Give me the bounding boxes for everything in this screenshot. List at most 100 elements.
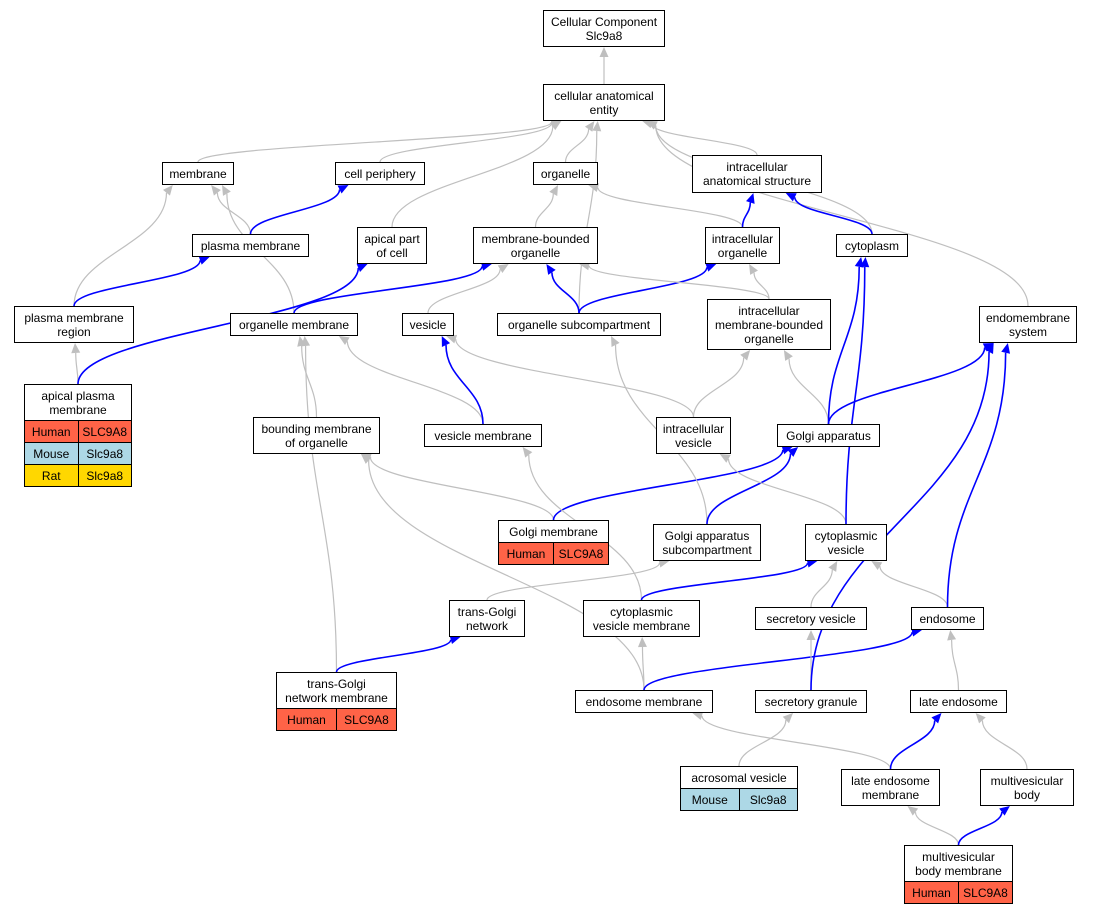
edge-endo_membrane-to-endosome bbox=[643, 631, 913, 691]
go-term-late-endosome[interactable]: late endosome bbox=[910, 690, 1007, 713]
go-term-apical-part-of-cell[interactable]: apical part of cell bbox=[357, 227, 427, 264]
go-term-membrane[interactable]: membrane bbox=[162, 162, 234, 185]
edge-cytoplasm-to-ias bbox=[793, 197, 873, 235]
arrowhead bbox=[646, 121, 658, 130]
term-label: trans-Golgi network bbox=[457, 604, 517, 633]
term-label: organelle subcompartment bbox=[507, 317, 651, 332]
go-term-plasma-membrane[interactable]: plasma membrane bbox=[192, 234, 309, 257]
arrowhead bbox=[480, 262, 492, 271]
term-label: vesicle membrane bbox=[434, 428, 532, 443]
arrowhead bbox=[356, 263, 368, 272]
go-term-organelle-membrane[interactable]: organelle membrane bbox=[230, 313, 358, 336]
go-term-intracellular-organelle[interactable]: intracellular organelle bbox=[705, 227, 780, 264]
go-term-secretory-vesicle[interactable]: secretory vesicle bbox=[755, 607, 867, 630]
term-label: membrane-bounded organelle bbox=[481, 231, 590, 260]
go-term-intracellular-vesicle[interactable]: intracellular vesicle bbox=[656, 417, 731, 454]
arrowhead bbox=[947, 630, 957, 641]
arrowhead bbox=[781, 445, 793, 455]
go-term-cc-root[interactable]: Cellular Component Slc9a8 bbox=[543, 10, 665, 47]
go-term-organelle[interactable]: organelle bbox=[533, 162, 598, 185]
term-label: bounding membrane of organelle bbox=[261, 421, 372, 450]
edge-apical_part-to-cae bbox=[391, 126, 554, 228]
arrowhead bbox=[749, 264, 758, 275]
edge-golgi-to-endomembrane bbox=[827, 347, 986, 425]
go-term-cytoplasmic-vesicle-membrane[interactable]: cytoplasmic vesicle membrane bbox=[583, 600, 700, 637]
edge-golgi_membrane-to-golgi bbox=[552, 449, 784, 521]
edge-golgi_membrane-to-bmo bbox=[369, 457, 555, 521]
go-term-multivesicular-body[interactable]: multivesicular body bbox=[980, 769, 1074, 806]
go-term-trans-golgi-network[interactable]: trans-Golgi network bbox=[449, 600, 525, 637]
go-term-cellular-anatomical-entity[interactable]: cellular anatomical entity bbox=[543, 84, 665, 121]
term-label: cytoplasmic vesicle membrane bbox=[592, 604, 691, 633]
term-label: Golgi apparatus subcompartment bbox=[662, 528, 752, 557]
species-cell: Human bbox=[287, 712, 326, 727]
go-term-endosome[interactable]: endosome bbox=[911, 607, 984, 630]
arrowhead bbox=[222, 185, 231, 196]
term-label: endosome membrane bbox=[585, 694, 703, 709]
go-term-membrane-bounded-organelle[interactable]: membrane-bounded organelle bbox=[473, 227, 598, 264]
edge-acrosomal-to-sec_granule bbox=[738, 719, 787, 767]
go-term-late-endosome-membrane[interactable]: late endosome membrane bbox=[841, 769, 940, 806]
edge-membrane-to-cae bbox=[197, 121, 552, 163]
go-term-cytoplasmic-vesicle[interactable]: cytoplasmic vesicle bbox=[805, 524, 887, 561]
arrowhead bbox=[71, 343, 81, 354]
term-label: multivesicular body bbox=[990, 773, 1064, 802]
gene-symbol-cell: SLC9A8 bbox=[553, 543, 608, 564]
term-label: Golgi apparatus bbox=[786, 428, 871, 443]
go-term-cell-periphery[interactable]: cell periphery bbox=[335, 162, 425, 185]
go-term-golgi-apparatus[interactable]: Golgi apparatus bbox=[777, 424, 880, 447]
go-term-bounding-membrane-of-organelle[interactable]: bounding membrane of organelle bbox=[253, 417, 380, 454]
go-term-endosome-membrane[interactable]: endosome membrane bbox=[575, 690, 713, 713]
edge-endosome-to-endomembrane bbox=[946, 352, 1007, 608]
edge-intra_org-to-ias bbox=[741, 202, 752, 228]
arrowhead bbox=[871, 561, 883, 571]
edge-intra_vesicle-to-vesicle bbox=[455, 339, 695, 418]
edge-endomembrane-to-cae bbox=[655, 125, 1029, 307]
go-term-secretory-granule[interactable]: secretory granule bbox=[755, 690, 867, 713]
edge-tgn_membrane-to-tgn bbox=[335, 639, 452, 673]
go-term-intracellular-membrane-bounded-organelle[interactable]: intracellular membrane-bounded organelle bbox=[707, 299, 831, 350]
term-label: multivesicular body membrane bbox=[915, 849, 1002, 878]
go-term-intracellular-anatomical-structure[interactable]: intracellular anatomical structure bbox=[692, 155, 822, 193]
go-term-vesicle-membrane[interactable]: vesicle membrane bbox=[424, 424, 542, 447]
arrowhead bbox=[985, 343, 994, 354]
edge-ves_membrane-to-org_membrane bbox=[346, 341, 484, 425]
term-label: intracellular membrane-bounded organelle bbox=[714, 303, 824, 346]
gene-symbol-cell: Slc9a8 bbox=[738, 789, 798, 810]
go-term-cytoplasm[interactable]: cytoplasm bbox=[836, 234, 908, 257]
go-term-golgi-apparatus-subcompartment[interactable]: Golgi apparatus subcompartment bbox=[653, 524, 761, 561]
species-cell: Rat bbox=[41, 468, 61, 483]
gene-symbol-cell: SLC9A8 bbox=[958, 882, 1012, 903]
arrowhead bbox=[611, 336, 620, 347]
go-term-endomembrane-system[interactable]: endomembrane system bbox=[979, 306, 1077, 343]
term-label: intracellular organelle bbox=[711, 231, 774, 260]
arrowhead bbox=[637, 637, 647, 648]
edge-lem-to-endo_membrane bbox=[701, 715, 892, 770]
term-label: cytoplasm bbox=[844, 238, 900, 253]
gene-symbol-cell: Slc9a8 bbox=[77, 443, 132, 464]
term-label: plasma membrane region bbox=[24, 310, 124, 339]
arrowhead bbox=[441, 336, 451, 347]
term-label: organelle membrane bbox=[238, 317, 350, 332]
edge-ias-to-cae bbox=[651, 123, 758, 156]
go-term-organelle-subcompartment[interactable]: organelle subcompartment bbox=[497, 313, 661, 336]
edge-pmr-to-plasma_membrane bbox=[73, 260, 201, 307]
arrowhead bbox=[787, 447, 799, 457]
species-cell: Human bbox=[31, 424, 71, 439]
edge-endo_membrane-to-cvm bbox=[641, 646, 645, 691]
arrowhead bbox=[999, 806, 1010, 816]
go-term-plasma-membrane-region[interactable]: plasma membrane region bbox=[14, 306, 134, 343]
go-term-vesicle[interactable]: vesicle bbox=[402, 313, 454, 336]
edge-late_endo-to-endosome bbox=[951, 639, 960, 691]
